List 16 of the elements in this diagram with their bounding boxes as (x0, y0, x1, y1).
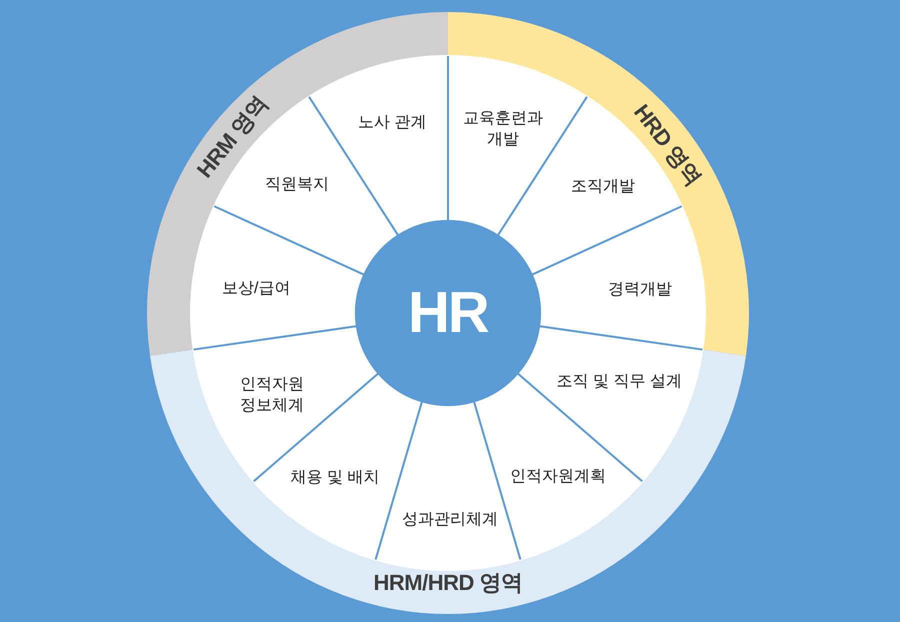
wheel-segment (532, 205, 706, 350)
segment-label: 성과관리체계 (402, 510, 498, 530)
segment-label: 노사 관계 (358, 113, 426, 133)
ring-band (150, 349, 746, 614)
segment-label: 교육훈련과 개발 (462, 108, 544, 150)
segment-label: 채용 및 배치 (290, 468, 380, 488)
segment-label: 보상/급여 (222, 279, 290, 299)
wheel-segment (190, 205, 364, 350)
segment-label: 인적자원 정보체계 (239, 374, 305, 416)
segment-label: 경력개발 (608, 280, 672, 300)
band-label: HRM/HRD 영역 (374, 571, 522, 596)
segment-label: 조직 및 직무 설계 (556, 372, 682, 392)
segment-label: 인적자원계획 (510, 467, 606, 487)
segment-label: 직원복지 (265, 175, 329, 195)
segment-label: 조직개발 (571, 177, 635, 197)
hub-label: HR (408, 284, 488, 342)
